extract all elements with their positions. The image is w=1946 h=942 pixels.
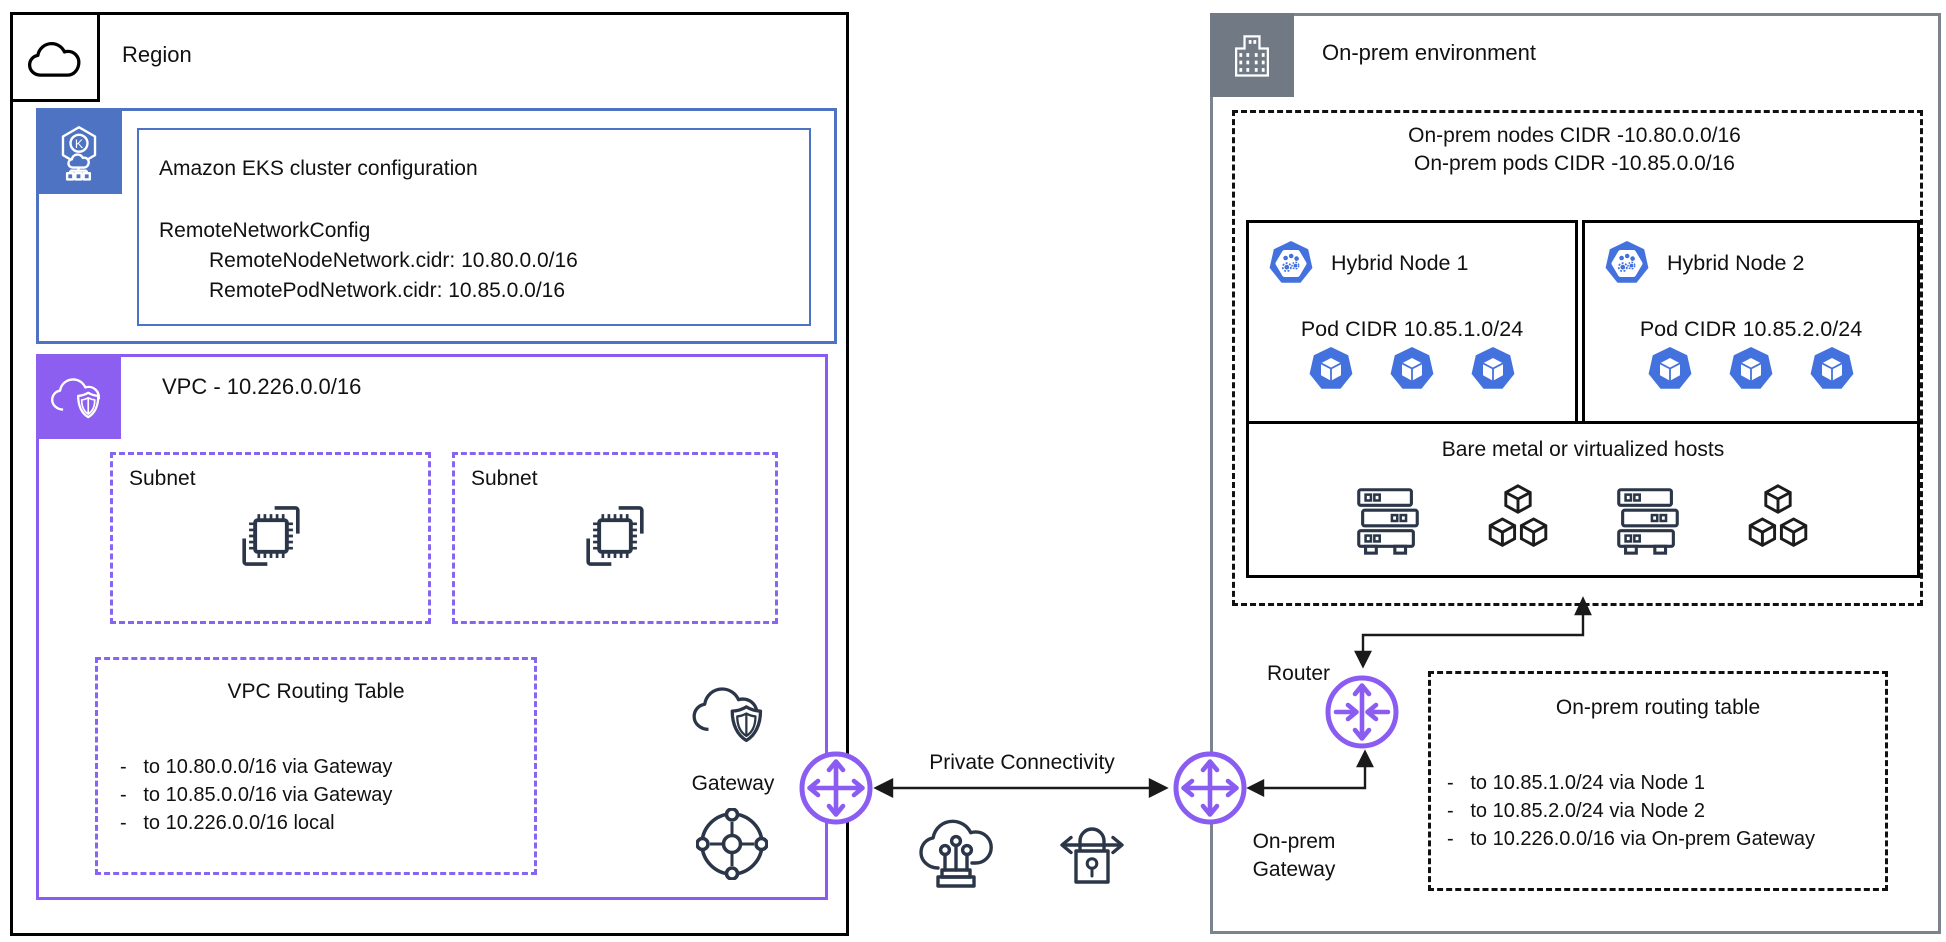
kubernetes-node-icon [1267, 239, 1315, 287]
pod-icon [1727, 345, 1775, 393]
subnet-1-label: Subnet [129, 467, 196, 490]
onprem-route: - to 10.85.1.0/24 via Node 1 [1447, 772, 1705, 794]
subnet-box-1: Subnet [110, 452, 431, 624]
vpc-routing-table: VPC Routing Table - to 10.80.0.0/16 via … [95, 657, 537, 875]
building-icon [1210, 13, 1294, 97]
onprem-environment-label: On-prem environment [1322, 40, 1536, 65]
site-to-site-vpn-icon [1049, 811, 1135, 897]
subnet-2-label: Subnet [471, 467, 538, 490]
onprem-route: - to 10.226.0.0/16 via On-prem Gateway [1447, 828, 1815, 850]
bare-metal-hosts-box: Bare metal or virtualized hosts [1246, 421, 1920, 578]
onprem-routing-table: On-prem routing table - to 10.85.1.0/24 … [1428, 671, 1888, 891]
svg-text:K: K [75, 137, 84, 151]
pod-cidr-1: Pod CIDR 10.85.1.0/24 [1300, 317, 1524, 341]
eks-cluster-box [36, 108, 837, 344]
vpc-icon [36, 354, 121, 439]
eks-config-box: Amazon EKS cluster configuration RemoteN… [137, 128, 811, 326]
transit-gateway-icon [696, 808, 768, 880]
eks-remote-node-network: RemoteNodeNetwork.cidr: 10.80.0.0/16 [209, 249, 578, 272]
onprem-environment-box [1210, 13, 1941, 934]
vpn-cloud-shield-icon [688, 676, 774, 752]
router-label: Router [1266, 662, 1330, 685]
pod-icon [1646, 345, 1694, 393]
onprem-route: - to 10.85.2.0/24 via Node 2 [1447, 800, 1705, 822]
hybrid-node-2-label: Hybrid Node 2 [1667, 250, 1805, 275]
eks-hybrid-icon: K [36, 108, 122, 194]
pod-icon [1469, 345, 1517, 393]
virtual-machines-cubes-icon [1739, 480, 1817, 558]
vpc-gateway-icon [798, 750, 874, 826]
region-icon-frame [10, 12, 100, 102]
instance-chip-icon [113, 497, 428, 575]
pod-icon [1388, 345, 1436, 393]
onprem-nodes-cidr: On-prem nodes CIDR -10.80.0.0/16 [1408, 124, 1741, 147]
vpc-routing-table-title: VPC Routing Table [227, 680, 405, 703]
vpc-route: - to 10.80.0.0/16 via Gateway [120, 756, 393, 778]
vpc-route: - to 10.85.0.0/16 via Gateway [120, 784, 393, 806]
instance-chip-icon [455, 497, 775, 575]
onprem-gateway-label: On-prem Gateway [1252, 830, 1336, 881]
vpc-label: VPC - 10.226.0.0/16 [162, 374, 362, 399]
eks-remote-pod-network: RemotePodNetwork.cidr: 10.85.0.0/16 [209, 279, 566, 302]
region-box [10, 12, 849, 936]
bare-metal-hosts-label: Bare metal or virtualized hosts [1441, 438, 1725, 461]
region-label: Region [122, 42, 192, 67]
subnet-box-2: Subnet [452, 452, 778, 624]
router-icon [1324, 674, 1400, 750]
vpc-box [36, 354, 828, 900]
gateway-label: Gateway [691, 772, 775, 795]
server-rack-icon [1349, 480, 1427, 558]
virtual-machines-cubes-icon [1479, 480, 1557, 558]
onprem-gateway-icon [1172, 750, 1248, 826]
direct-connect-icon [911, 806, 1003, 898]
vpc-route: - to 10.226.0.0/16 local [120, 812, 335, 834]
eks-remote-network-config: RemoteNetworkConfig [159, 219, 371, 242]
eks-config-title: Amazon EKS cluster configuration [159, 157, 478, 180]
aws-cloud-icon [26, 35, 84, 79]
onprem-routing-table-title: On-prem routing table [1555, 696, 1761, 719]
pod-icon [1808, 345, 1856, 393]
server-rack-icon [1609, 480, 1687, 558]
private-connectivity-label: Private Connectivity [929, 751, 1115, 774]
pod-cidr-2: Pod CIDR 10.85.2.0/24 [1639, 317, 1863, 341]
onprem-pods-cidr: On-prem pods CIDR -10.85.0.0/16 [1414, 152, 1735, 175]
hybrid-node-1-label: Hybrid Node 1 [1331, 250, 1469, 275]
kubernetes-node-icon [1603, 239, 1651, 287]
pod-icon [1307, 345, 1355, 393]
